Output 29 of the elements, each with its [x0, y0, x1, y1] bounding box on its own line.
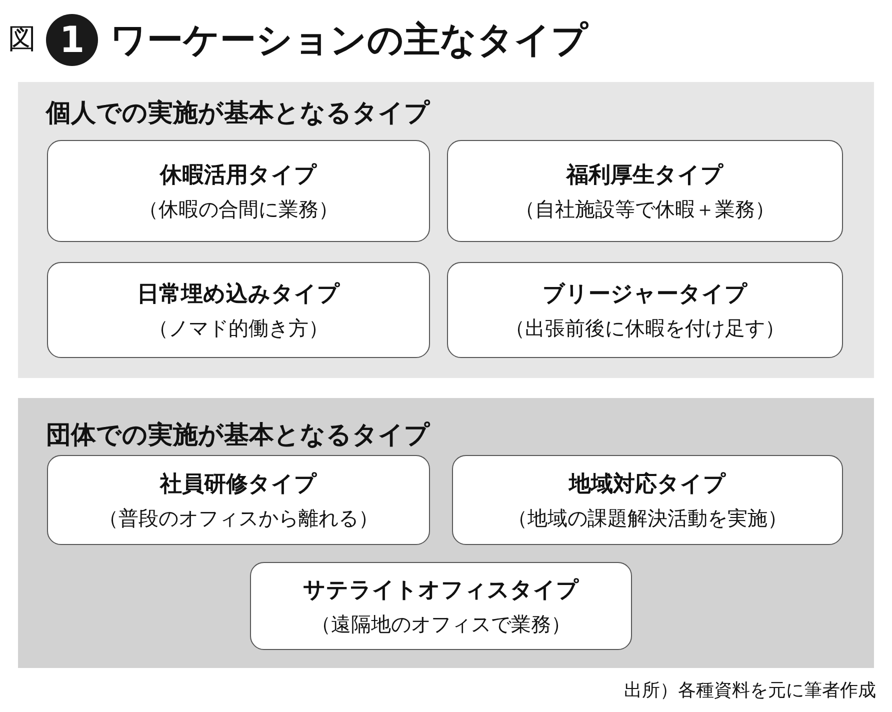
type-name: サテライトオフィスタイプ: [303, 576, 579, 604]
type-name: 日常埋め込みタイプ: [137, 280, 340, 308]
type-name: ブリージャータイプ: [542, 280, 748, 308]
type-name: 社員研修タイプ: [160, 470, 317, 498]
figure-label: 図: [8, 21, 36, 57]
title: ワーケーションの主なタイプ: [110, 19, 588, 63]
type-box: [47, 455, 430, 545]
type-name: 休暇活用タイプ: [160, 162, 317, 190]
source-note: 出所）各種資料を元に筆者作成: [624, 679, 876, 702]
type-description: （出張前後に休暇を付け足す）: [505, 314, 785, 342]
type-name: 地域対応タイプ: [569, 470, 726, 498]
type-box: [47, 140, 430, 242]
type-description: （自社施設等で休暇＋業務）: [515, 196, 775, 222]
group-panel: [18, 398, 874, 668]
type-box: [447, 262, 843, 358]
group-panel: [18, 82, 874, 378]
panel-heading: 団体での実施が基本となるタイプ: [46, 419, 430, 451]
panel-heading: 個人での実施が基本となるタイプ: [46, 97, 430, 129]
type-description: （地域の課題解決活動を実施）: [508, 504, 788, 532]
type-box: [452, 455, 843, 545]
type-description: （ノマド的働き方）: [148, 314, 328, 342]
type-description: （普段のオフィスから離れる）: [98, 504, 378, 532]
type-description: （休暇の合間に業務）: [138, 196, 338, 222]
type-box: [250, 562, 632, 650]
type-name: 福利厚生タイプ: [566, 162, 724, 190]
type-box: [447, 140, 843, 242]
type-description: （遠隔地のオフィスで業務）: [311, 610, 571, 638]
type-box: [47, 262, 430, 358]
number-badge: 1: [46, 14, 98, 66]
